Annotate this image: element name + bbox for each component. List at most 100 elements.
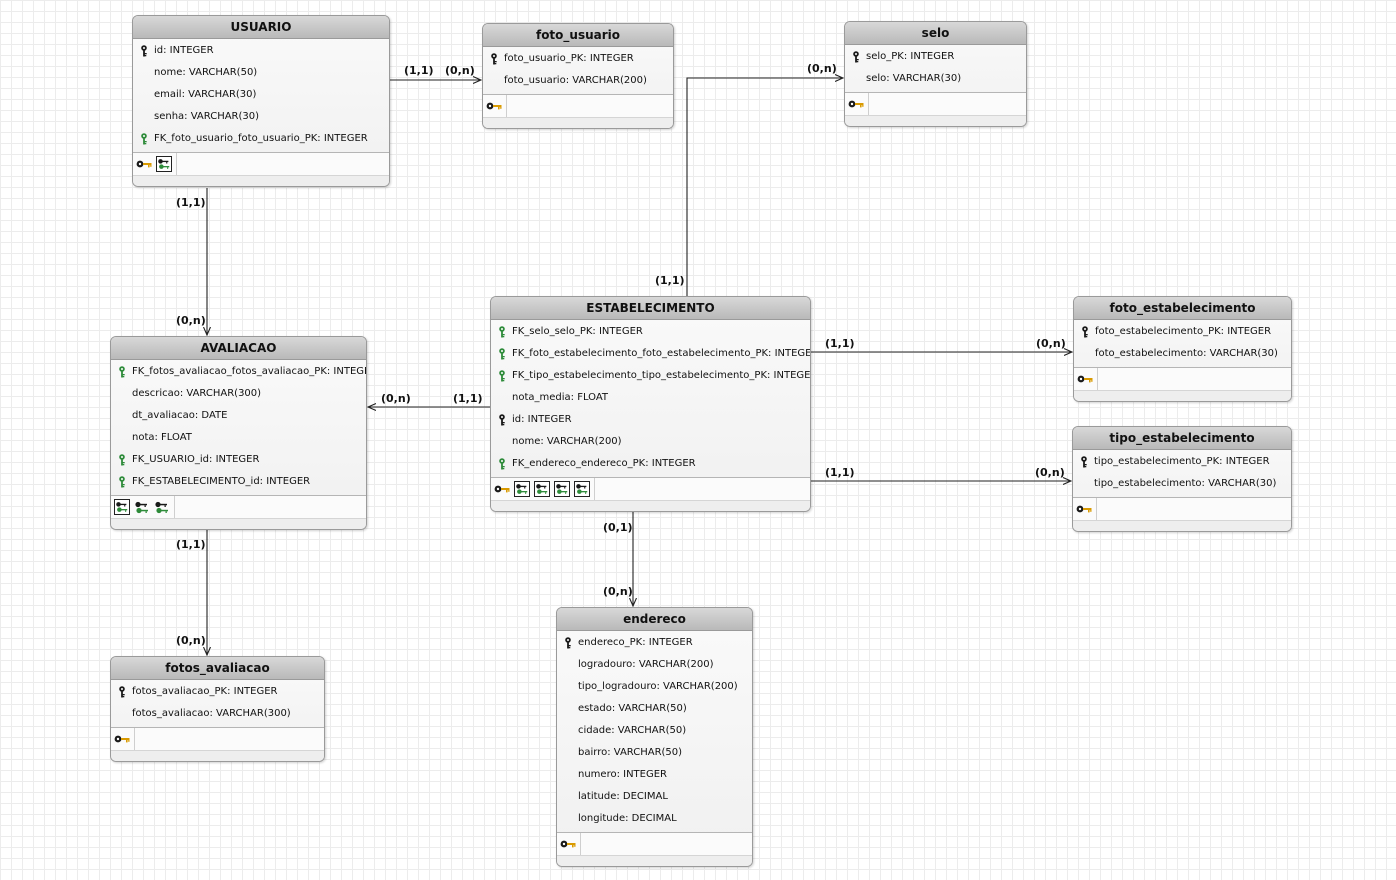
- entity-footer: [111, 518, 366, 529]
- foreign-key-operation-icon[interactable]: [574, 481, 590, 497]
- attribute-text: FK_foto_usuario_foto_usuario_PK: INTEGER: [154, 133, 368, 144]
- primary-key-icon: [118, 686, 126, 698]
- attribute-text: tipo_estabelecimento: VARCHAR(30): [1094, 478, 1277, 489]
- attribute-row[interactable]: FK_tipo_estabelecimento_tipo_estabelecim…: [491, 365, 810, 387]
- foreign-key-operation-icon[interactable]: [114, 499, 130, 515]
- primary-key-icon: [490, 53, 498, 65]
- attribute-row[interactable]: tipo_estabelecimento: VARCHAR(30): [1073, 473, 1291, 495]
- attribute-row[interactable]: nome: VARCHAR(50): [133, 62, 389, 84]
- attribute-row[interactable]: latitude: DECIMAL: [557, 786, 752, 808]
- key-operation-icon[interactable]: [494, 484, 510, 494]
- attribute-row[interactable]: fotos_avaliacao: VARCHAR(300): [111, 703, 324, 725]
- key-operation-icon[interactable]: [114, 734, 130, 744]
- attribute-row[interactable]: selo_PK: INTEGER: [845, 46, 1026, 68]
- attribute-text: logradouro: VARCHAR(200): [578, 659, 714, 670]
- foreign-key-icon: [140, 133, 148, 145]
- attribute-row[interactable]: FK_foto_usuario_foto_usuario_PK: INTEGER: [133, 128, 389, 150]
- relationship-line-estabelecimento-selo[interactable]: [686, 78, 843, 296]
- attribute-row[interactable]: estado: VARCHAR(50): [557, 698, 752, 720]
- attribute-text: foto_estabelecimento: VARCHAR(30): [1095, 348, 1278, 359]
- entity-footer: [1073, 520, 1291, 531]
- attribute-row[interactable]: foto_usuario_PK: INTEGER: [483, 48, 673, 70]
- entity-footer: [111, 750, 324, 761]
- attribute-row[interactable]: FK_ESTABELECIMENTO_id: INTEGER: [111, 471, 366, 493]
- attribute-row[interactable]: dt_avaliacao: DATE: [111, 405, 366, 427]
- key-operation-icon[interactable]: [560, 839, 576, 849]
- entity-foto-estabelecimento[interactable]: foto_estabelecimento foto_estabelecimento…: [1073, 296, 1292, 402]
- attribute-row[interactable]: fotos_avaliacao_PK: INTEGER: [111, 681, 324, 703]
- key-operation-icon[interactable]: [136, 159, 152, 169]
- attribute-text: fotos_avaliacao_PK: INTEGER: [132, 686, 278, 697]
- attribute-row[interactable]: tipo_logradouro: VARCHAR(200): [557, 676, 752, 698]
- attribute-row[interactable]: cidade: VARCHAR(50): [557, 720, 752, 742]
- attribute-row[interactable]: senha: VARCHAR(30): [133, 106, 389, 128]
- key-operation-icon[interactable]: [486, 101, 502, 111]
- attribute-text: bairro: VARCHAR(50): [578, 747, 683, 758]
- attribute-row[interactable]: selo: VARCHAR(30): [845, 68, 1026, 90]
- foreign-key-operation-icon[interactable]: [154, 500, 170, 515]
- entity-title: tipo_estabelecimento: [1073, 427, 1291, 450]
- attribute-text: selo: VARCHAR(30): [866, 73, 962, 84]
- attribute-text: selo_PK: INTEGER: [866, 51, 955, 62]
- attribute-row[interactable]: FK_foto_estabelecimento_foto_estabelecim…: [491, 343, 810, 365]
- foreign-key-operation-icon[interactable]: [554, 481, 570, 497]
- cardinality-label: (0,n): [807, 62, 837, 75]
- attribute-row[interactable]: email: VARCHAR(30): [133, 84, 389, 106]
- key-operation-icon[interactable]: [848, 99, 864, 109]
- foreign-key-icon: [498, 348, 506, 360]
- attribute-row[interactable]: foto_usuario: VARCHAR(200): [483, 70, 673, 92]
- attribute-row[interactable]: bairro: VARCHAR(50): [557, 742, 752, 764]
- attribute-row[interactable]: logradouro: VARCHAR(200): [557, 654, 752, 676]
- attribute-row[interactable]: nota: FLOAT: [111, 427, 366, 449]
- entity-title: foto_estabelecimento: [1074, 297, 1291, 320]
- attribute-row[interactable]: id: INTEGER: [491, 409, 810, 431]
- attribute-text: estado: VARCHAR(50): [578, 703, 687, 714]
- entity-footer: [483, 117, 673, 128]
- foreign-key-operation-icon[interactable]: [156, 156, 172, 172]
- attribute-text: foto_estabelecimento_PK: INTEGER: [1095, 326, 1272, 337]
- attribute-row[interactable]: endereco_PK: INTEGER: [557, 632, 752, 654]
- attribute-row[interactable]: nota_media: FLOAT: [491, 387, 810, 409]
- operations-bar: [491, 477, 810, 500]
- key-operation-icon[interactable]: [1076, 504, 1092, 514]
- attribute-text: cidade: VARCHAR(50): [578, 725, 687, 736]
- attribute-row[interactable]: tipo_estabelecimento_PK: INTEGER: [1073, 451, 1291, 473]
- attribute-row[interactable]: id: INTEGER: [133, 40, 389, 62]
- cardinality-label: (0,n): [1035, 466, 1065, 479]
- entity-title: selo: [845, 22, 1026, 45]
- cardinality-label: (1,1): [176, 196, 206, 209]
- key-operation-icon[interactable]: [1077, 374, 1093, 384]
- attribute-row[interactable]: nome: VARCHAR(200): [491, 431, 810, 453]
- primary-key-icon: [852, 51, 860, 63]
- cardinality-label: (0,n): [381, 392, 411, 405]
- entity-selo[interactable]: selo selo_PK: INTEGER selo: VARCHAR(30): [844, 21, 1027, 127]
- entity-footer: [557, 855, 752, 866]
- foreign-key-operation-icon[interactable]: [514, 481, 530, 497]
- attribute-list: FK_fotos_avaliacao_fotos_avaliacao_PK: I…: [111, 360, 366, 495]
- operations-bar: [133, 152, 389, 175]
- attribute-row[interactable]: descricao: VARCHAR(300): [111, 383, 366, 405]
- foreign-key-operation-icon[interactable]: [134, 500, 150, 515]
- attribute-row[interactable]: FK_USUARIO_id: INTEGER: [111, 449, 366, 471]
- attribute-text: FK_ESTABELECIMENTO_id: INTEGER: [132, 476, 311, 487]
- foreign-key-icon: [118, 476, 126, 488]
- attribute-text: FK_selo_selo_PK: INTEGER: [512, 326, 643, 337]
- attribute-row[interactable]: foto_estabelecimento_PK: INTEGER: [1074, 321, 1291, 343]
- attribute-row[interactable]: numero: INTEGER: [557, 764, 752, 786]
- attribute-row[interactable]: FK_endereco_endereco_PK: INTEGER: [491, 453, 810, 475]
- entity-title: endereco: [557, 608, 752, 631]
- foreign-key-operation-icon[interactable]: [534, 481, 550, 497]
- attribute-row[interactable]: foto_estabelecimento: VARCHAR(30): [1074, 343, 1291, 365]
- cardinality-label: (0,n): [176, 314, 206, 327]
- attribute-row[interactable]: FK_fotos_avaliacao_fotos_avaliacao_PK: I…: [111, 361, 366, 383]
- attribute-row[interactable]: longitude: DECIMAL: [557, 808, 752, 830]
- attribute-text: foto_usuario: VARCHAR(200): [504, 75, 647, 86]
- attribute-row[interactable]: FK_selo_selo_PK: INTEGER: [491, 321, 810, 343]
